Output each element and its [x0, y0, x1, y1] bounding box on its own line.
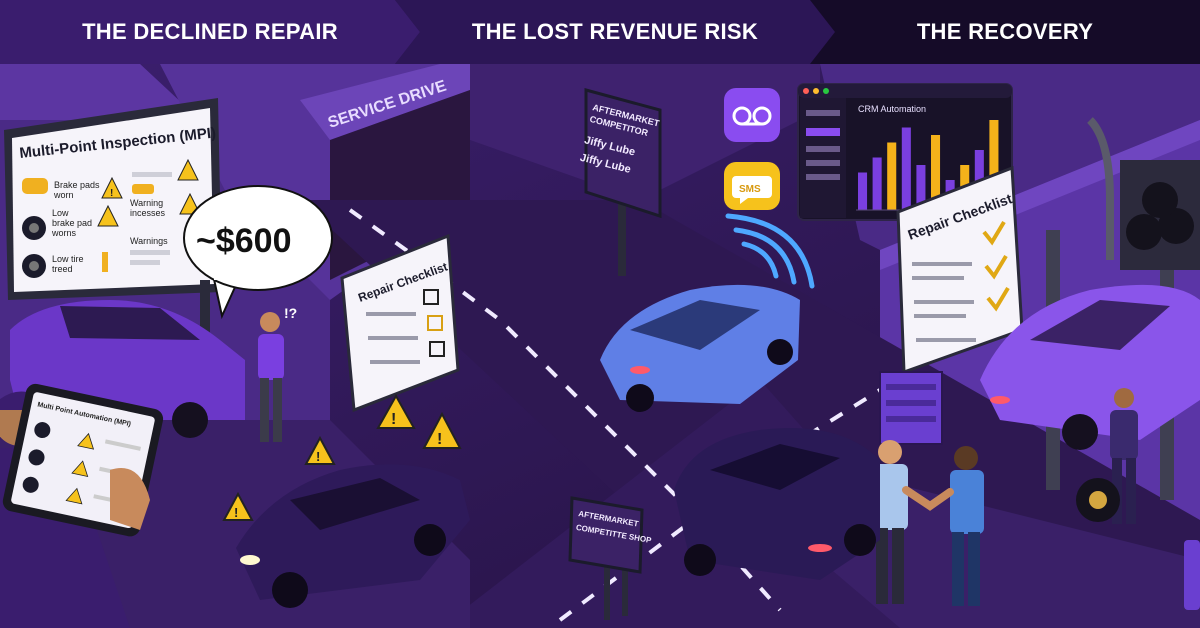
banner-right-label: THE RECOVERY [916, 19, 1094, 44]
mpi-board: Multi-Point Inspection (MPI) Brake pads … [4, 98, 222, 340]
svg-text:worn: worn [53, 190, 74, 200]
svg-text:Low: Low [52, 208, 69, 218]
svg-text:worns: worns [51, 228, 77, 238]
edge-device [1184, 540, 1200, 610]
sidewalk-right [820, 480, 1200, 628]
customer-reaction: !? [284, 305, 297, 321]
svg-text:brake pad: brake pad [52, 218, 92, 228]
tool-cart [879, 371, 943, 445]
crm-bar [858, 172, 868, 210]
crm-title: CRM Automation [858, 104, 926, 114]
svg-text:!: ! [234, 505, 238, 520]
crm-bar [872, 157, 882, 210]
worried-customer: !? [258, 305, 297, 442]
banner-left-label: THE DECLINED REPAIR [82, 19, 338, 44]
tire-rack [1087, 117, 1200, 270]
crm-automation-window: CRM Automation [797, 83, 1013, 221]
repair-cost-amount: ~$600 [196, 222, 292, 260]
mechanic [1076, 388, 1138, 524]
returning-customer-car [600, 284, 800, 412]
wireless-signal-icon [725, 213, 815, 289]
svg-text:!: ! [391, 411, 396, 428]
dark-sedan [674, 428, 880, 580]
crm-bar [989, 120, 999, 210]
svg-text:!: ! [437, 431, 442, 448]
warning-triangles: ! ! ! ! [222, 393, 462, 521]
svg-text:Low tire: Low tire [52, 254, 84, 264]
svg-text:Brake pads: Brake pads [54, 180, 100, 190]
sms-label: SMS [739, 184, 761, 195]
crm-bar [931, 135, 941, 210]
svg-text:Warnings: Warnings [130, 236, 168, 246]
svg-text:!: ! [110, 188, 113, 199]
banner-declined-repair: THE DECLINED REPAIR [0, 0, 420, 64]
mpi-row-2: Low brake pad worns Warning incesses [22, 192, 201, 240]
svg-text:treed: treed [52, 264, 73, 274]
competitor-sign-top: AFTERMARKET COMPETITOR Jiffy Lube Jiffy … [579, 88, 662, 276]
svg-text:!: ! [316, 449, 320, 464]
svg-text:Warning: Warning [130, 198, 163, 208]
sms-icon: SMS [724, 162, 780, 210]
crm-bar [887, 142, 897, 210]
banner-lost-revenue-risk: THE LOST REVENUE RISK [395, 0, 835, 64]
mpi-row-3: Low tire treed Warnings [22, 236, 170, 278]
crm-bar [901, 127, 911, 210]
speech-bubble: ~$600 [183, 185, 333, 320]
voicemail-icon [724, 88, 780, 142]
departing-car [236, 464, 470, 608]
svg-text:incesses: incesses [130, 208, 166, 218]
banner-center-label: THE LOST REVENUE RISK [471, 19, 759, 44]
mpi-row-1: Brake pads worn ! [22, 158, 199, 200]
car-lift [980, 230, 1200, 500]
repair-checklist-center: Repair Checklist [340, 233, 460, 413]
crm-bar [916, 165, 926, 210]
competitor-sign-bottom: AFTERMARKET COMPETITTE SHOP [568, 496, 653, 620]
banner-recovery: THE RECOVERY [810, 0, 1200, 64]
handshake-scene [874, 440, 984, 606]
